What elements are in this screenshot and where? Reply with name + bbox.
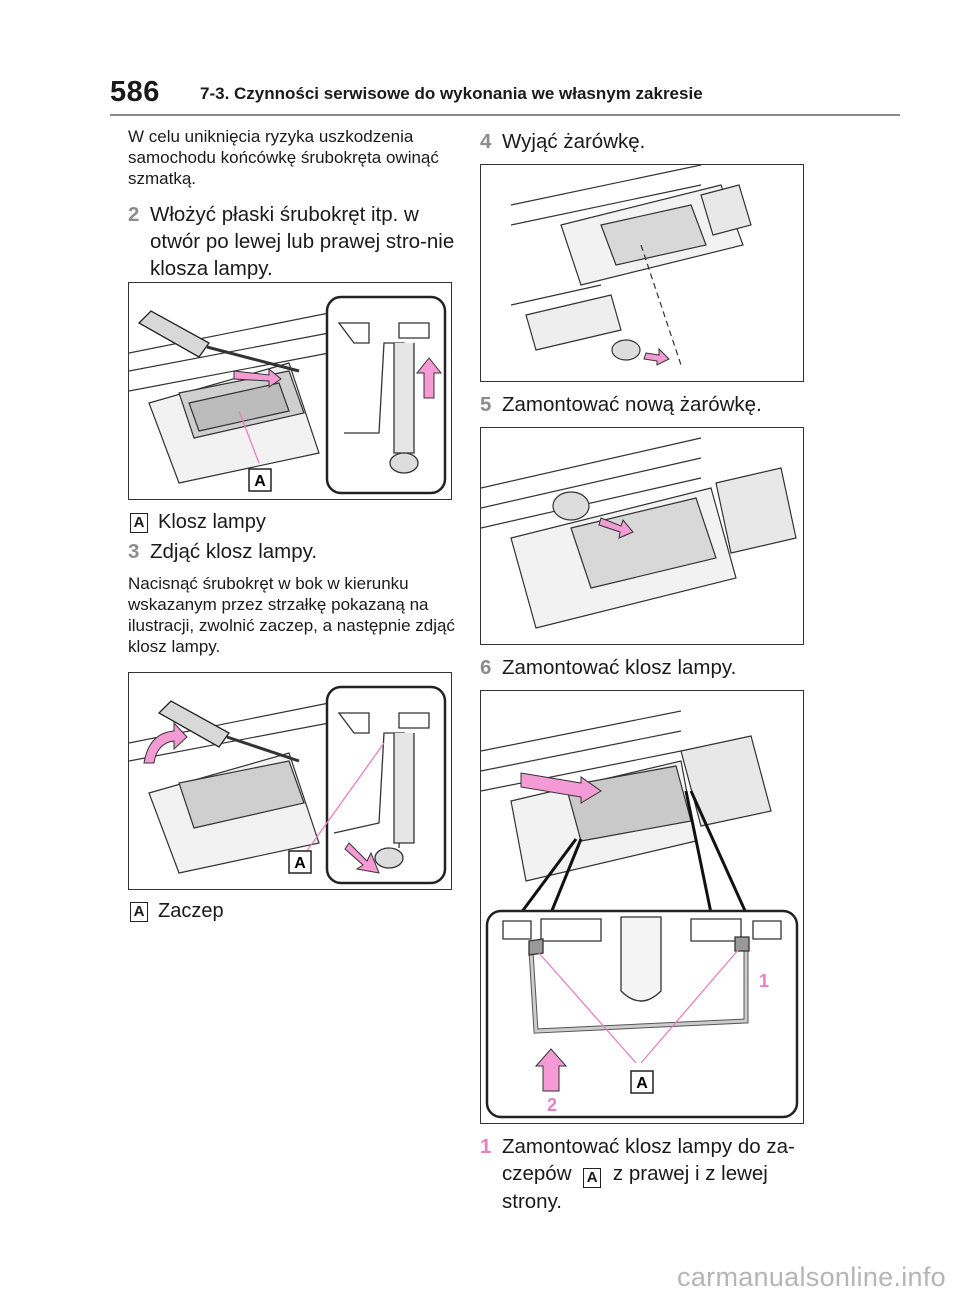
step-5: 5 Zamontować nową żarówkę. xyxy=(480,391,810,418)
step-number: 3 xyxy=(128,540,140,563)
watermark: carmanualsonline.info xyxy=(677,1262,946,1292)
figure-remove-lens-drawing: A xyxy=(129,685,447,885)
step-number: 6 xyxy=(480,656,492,679)
section-title: 7-3. Czynności serwisowe do wykonania we… xyxy=(200,84,703,103)
step-text: Wyjąć żarówkę. xyxy=(502,130,646,153)
left-column: W celu uniknięcia ryzyka uszkodzenia sam… xyxy=(128,126,458,282)
label-a-badge: A xyxy=(130,901,148,922)
figure-number-1: 1 xyxy=(759,971,769,991)
step-3: 3 Zdjąć klosz lampy. xyxy=(128,538,458,565)
caution-note: W celu uniknięcia ryzyka uszkodzenia sam… xyxy=(128,127,439,188)
figure-remove-bulb-drawing xyxy=(510,165,752,366)
substep-1: 1 Zamontować klosz lampy do za-czepów A … xyxy=(480,1133,800,1215)
instruction-note: Nacisnąć śrubokręt w bok w kierunku wska… xyxy=(128,574,455,656)
step-number: 4 xyxy=(480,130,492,153)
step-text: Zdjąć klosz lampy. xyxy=(150,540,318,563)
figure-install-lens: A 1 2 xyxy=(480,690,804,1124)
page-number: 586 xyxy=(110,76,160,108)
step-2: 2 Włożyć płaski śrubokręt itp. w otwór p… xyxy=(128,201,458,282)
figure-remove-lens: A xyxy=(128,672,452,890)
legend-text: Zaczep xyxy=(158,900,224,922)
step-text: Włożyć płaski śrubokręt itp. w otwór po … xyxy=(150,203,455,280)
step-number: 2 xyxy=(128,203,140,226)
header-rule xyxy=(110,114,900,116)
figure-remove-bulb xyxy=(480,164,804,382)
figure-insert-screwdriver: A xyxy=(128,282,452,500)
legend-text: Klosz lampy xyxy=(158,511,266,533)
legend-hook: A Zaczep xyxy=(130,900,224,923)
figure-label-a: A xyxy=(636,1075,648,1092)
figure-label-a: A xyxy=(254,473,266,490)
substep-number: 1 xyxy=(480,1135,492,1158)
figure-install-bulb xyxy=(480,427,804,645)
figure-install-bulb-drawing xyxy=(481,437,797,629)
figure-label-a: A xyxy=(294,855,306,872)
step-text: Zamontować nową żarówkę. xyxy=(502,393,762,416)
label-a-badge: A xyxy=(583,1167,602,1188)
step-text: Zamontować klosz lampy. xyxy=(502,656,737,679)
figure-number-2: 2 xyxy=(547,1095,557,1115)
legend-lamp-lens: A Klosz lampy xyxy=(130,511,266,534)
step-number: 5 xyxy=(480,393,492,416)
substep-text-before: Zamontować klosz lampy do za-czepów xyxy=(502,1135,795,1185)
figure-install-lens-drawing: A 1 2 xyxy=(481,710,799,1119)
substep-text: Zamontować klosz lampy do za-czepów A z … xyxy=(502,1133,800,1215)
step-6: 6 Zamontować klosz lampy. xyxy=(480,654,810,681)
label-a-badge: A xyxy=(130,512,148,533)
figure-insert-screwdriver-drawing: A xyxy=(129,295,447,495)
left-column-lower: 3 Zdjąć klosz lampy. Nacisnąć śrubokręt … xyxy=(128,538,458,657)
substep-text-after: z prawej i z lewej strony. xyxy=(502,1162,768,1213)
step-4: 4 Wyjąć żarówkę. xyxy=(480,128,810,155)
